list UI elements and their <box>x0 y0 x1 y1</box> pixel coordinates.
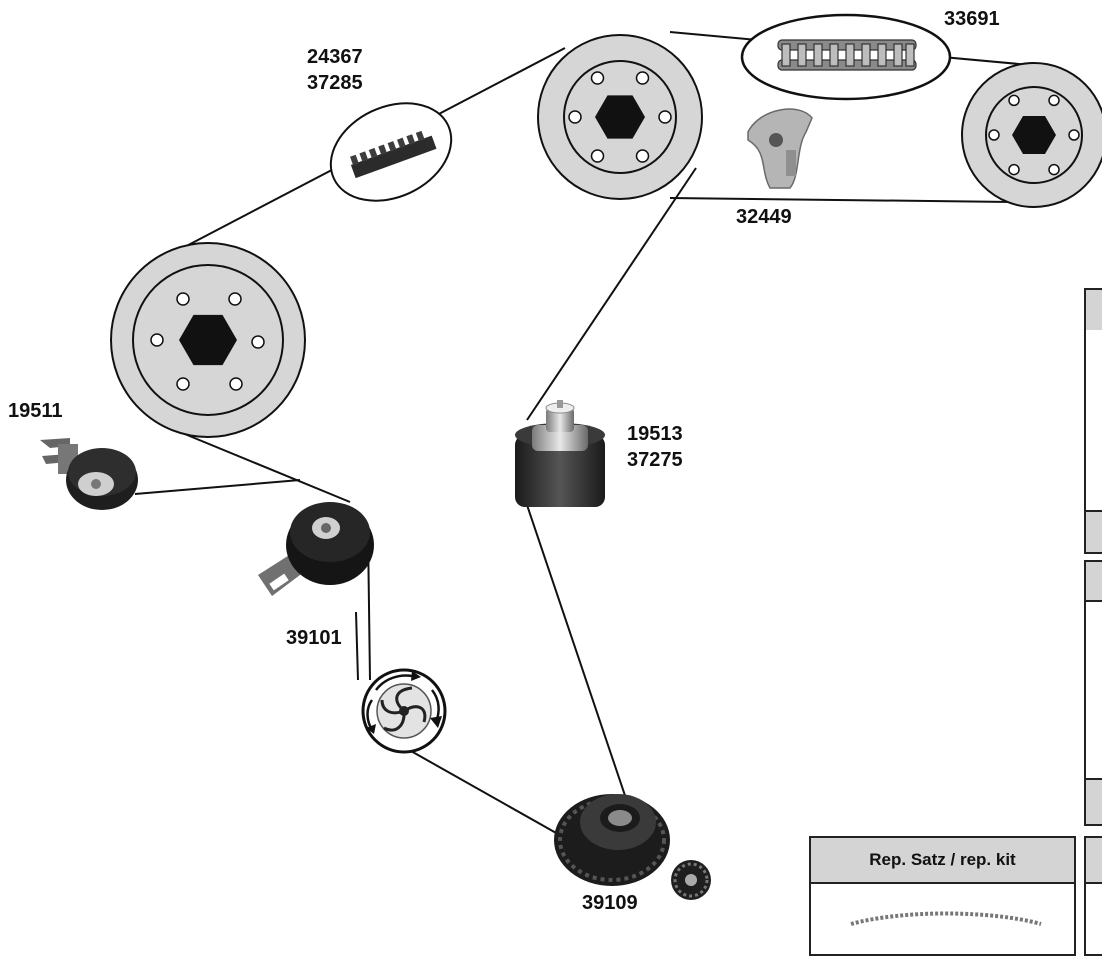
part-label-crank-pulley: 39109 <box>582 890 638 916</box>
chain-guide-part <box>748 109 812 188</box>
part-label-tensioner-left: 19511 <box>8 398 63 424</box>
intermediate-pulley <box>111 243 305 437</box>
part-label-belt: 24367 37285 <box>307 44 363 96</box>
crankshaft-pulley-part <box>554 794 711 900</box>
part-label-tensioner: 39101 <box>286 625 342 651</box>
info-panel-middle <box>1084 560 1102 826</box>
exhaust-camshaft-pulley <box>962 63 1102 207</box>
part-number-19513: 19513 <box>627 421 683 447</box>
camshaft-pulley <box>538 35 702 199</box>
timing-chain-part <box>742 15 950 99</box>
part-number-24367: 24367 <box>307 44 363 70</box>
timing-belt-diagram <box>0 0 1102 919</box>
water-pump-symbol <box>363 670 445 752</box>
timing-belt-part <box>315 85 467 220</box>
info-panel-bottom <box>1084 836 1102 956</box>
part-label-idler: 19513 37275 <box>627 421 683 473</box>
part-label-chain-guide: 32449 <box>736 204 792 230</box>
part-number-37275: 37275 <box>627 447 683 473</box>
part-number-37285: 37285 <box>307 70 363 96</box>
tensioner-left-part <box>40 438 138 510</box>
tensioner-part <box>258 502 374 596</box>
repair-kit-belt-image <box>811 882 1074 942</box>
repair-kit-panel: Rep. Satz / rep. kit <box>809 836 1076 956</box>
repair-kit-title: Rep. Satz / rep. kit <box>811 838 1074 884</box>
part-label-chain: 33691 <box>944 6 1000 32</box>
info-panel-top <box>1084 288 1102 554</box>
